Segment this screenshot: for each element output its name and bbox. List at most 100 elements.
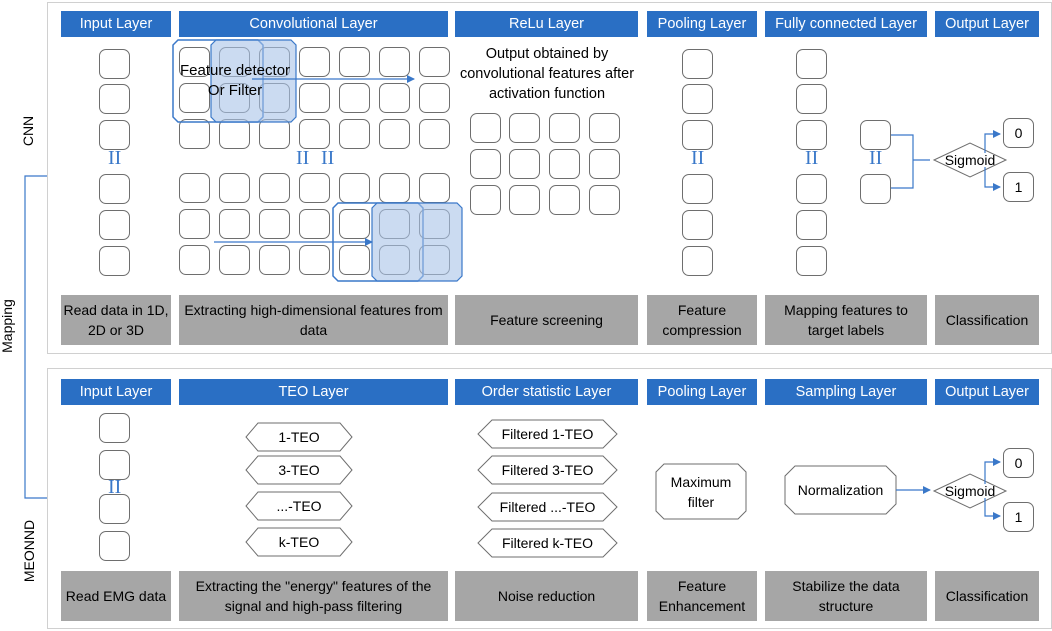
conv-cell — [419, 245, 450, 275]
conv-cell — [219, 209, 250, 239]
conv-cell — [299, 119, 330, 149]
conv-cell — [259, 173, 290, 203]
meonnd-sigmoid-label: Sigmoid — [944, 483, 996, 499]
mapping-bracket — [24, 175, 47, 499]
meonnd-footer-output: Classification — [935, 571, 1039, 621]
cnn-output-1-box: 1 — [1003, 172, 1034, 202]
conv-cell — [379, 119, 410, 149]
cnn-footer-pooling: Feature compression — [647, 295, 757, 345]
meonnd-output-1-box: 1 — [1003, 502, 1034, 532]
pool-equals-icon: II — [691, 147, 705, 169]
conv-cell — [379, 209, 410, 239]
conv-cell — [179, 245, 210, 275]
cnn-side-label: CNN — [20, 115, 36, 147]
cnn-footer-output: Classification — [935, 295, 1039, 345]
relu-cell — [470, 185, 501, 215]
conv-cell — [299, 209, 330, 239]
relu-cell — [509, 149, 540, 179]
cnn-input-equals-icon: II — [108, 147, 122, 169]
filtered-item-1: Filtered 1-TEO — [501, 426, 594, 442]
meonnd-output-0-box: 0 — [1003, 448, 1034, 478]
meonnd-header-order-statistic: Order statistic Layer — [455, 379, 638, 405]
fc-cell — [796, 174, 827, 204]
relu-cell — [589, 185, 620, 215]
meonnd-input-cell — [99, 531, 130, 561]
maximum-filter-label: Maximum filter — [670, 474, 732, 510]
cnn-input-cell — [99, 49, 130, 79]
teo-item-k: k-TEO — [278, 534, 320, 550]
meonnd-header-output: Output Layer — [935, 379, 1039, 405]
cnn-sigmoid-label: Sigmoid — [944, 152, 996, 168]
conv-cell — [339, 245, 370, 275]
cnn-header-convolutional: Convolutional Layer — [179, 11, 448, 37]
relu-cell — [509, 185, 540, 215]
meonnd-input-cell — [99, 494, 130, 524]
conv-cell — [379, 83, 410, 113]
pool-cell — [682, 174, 713, 204]
meonnd-header-teo: TEO Layer — [179, 379, 448, 405]
cnn-footer-relu: Feature screening — [455, 295, 638, 345]
conv-cell — [419, 83, 450, 113]
conv-cell — [259, 119, 290, 149]
cnn-input-cell — [99, 84, 130, 114]
fc-output-equals-icon: II — [869, 147, 883, 169]
conv-cell — [339, 47, 370, 77]
meonnd-header-sampling: Sampling Layer — [765, 379, 927, 405]
conv-cell — [339, 83, 370, 113]
meonnd-footer-pooling: Feature Enhancement — [647, 571, 757, 621]
relu-cell — [589, 149, 620, 179]
conv-cell — [339, 209, 370, 239]
conv-cell — [299, 173, 330, 203]
cnn-input-cell — [99, 246, 130, 276]
mapping-side-label: Mapping — [0, 299, 15, 353]
conv-cell — [179, 119, 210, 149]
conv-cell — [299, 47, 330, 77]
conv-cell — [259, 209, 290, 239]
conv-cell — [219, 245, 250, 275]
fc-cell — [796, 84, 827, 114]
cnn-input-cell — [99, 210, 130, 240]
conv-cell — [339, 119, 370, 149]
conv-cell — [259, 245, 290, 275]
teo-item-3: 3-TEO — [278, 462, 320, 478]
pool-cell — [682, 210, 713, 240]
cnn-input-cell — [99, 120, 130, 150]
meonnd-footer-teo: Extracting the "energy" features of the … — [179, 571, 448, 621]
cnn-footer-input: Read data in 1D, 2D or 3D — [61, 295, 171, 345]
fc-output-cell — [860, 174, 891, 204]
teo-item-dots: ...-TEO — [276, 498, 322, 514]
pool-cell — [682, 84, 713, 114]
fc-cell — [796, 49, 827, 79]
meonnd-input-equals-icon: II — [108, 476, 122, 498]
relu-cell — [549, 185, 580, 215]
filtered-item-3: Filtered 3-TEO — [501, 462, 594, 478]
meonnd-input-cell — [99, 450, 130, 480]
meonnd-footer-sampling: Stabilize the data structure — [765, 571, 927, 621]
relu-cell — [589, 113, 620, 143]
meonnd-side-label: MEONND — [21, 519, 37, 583]
cnn-header-input: Input Layer — [61, 11, 171, 37]
conv-cell — [419, 47, 450, 77]
relu-cell — [549, 149, 580, 179]
conv-cell — [179, 173, 210, 203]
filtered-item-k: Filtered k-TEO — [501, 535, 593, 551]
fc-output-cell — [860, 120, 891, 150]
cnn-output-1-label: 1 — [1014, 179, 1023, 195]
cnn-header-output: Output Layer — [935, 11, 1039, 37]
conv-cell — [419, 119, 450, 149]
pool-cell — [682, 246, 713, 276]
conv-cell — [339, 173, 370, 203]
fc-equals-icon: II — [805, 147, 819, 169]
conv-cell — [379, 245, 410, 275]
conv-cell — [299, 245, 330, 275]
cnn-output-0-box: 0 — [1003, 118, 1034, 148]
relu-cell — [470, 113, 501, 143]
conv-cell — [219, 119, 250, 149]
meonnd-header-input: Input Layer — [61, 379, 171, 405]
meonnd-header-pooling: Pooling Layer — [647, 379, 757, 405]
cnn-output-0-label: 0 — [1014, 125, 1023, 141]
cnn-header-pooling: Pooling Layer — [647, 11, 757, 37]
cnn-footer-convolutional: Extracting high-dimensional features fro… — [179, 295, 448, 345]
meonnd-footer-order-statistic: Noise reduction — [455, 571, 638, 621]
meonnd-input-cell — [99, 413, 130, 443]
